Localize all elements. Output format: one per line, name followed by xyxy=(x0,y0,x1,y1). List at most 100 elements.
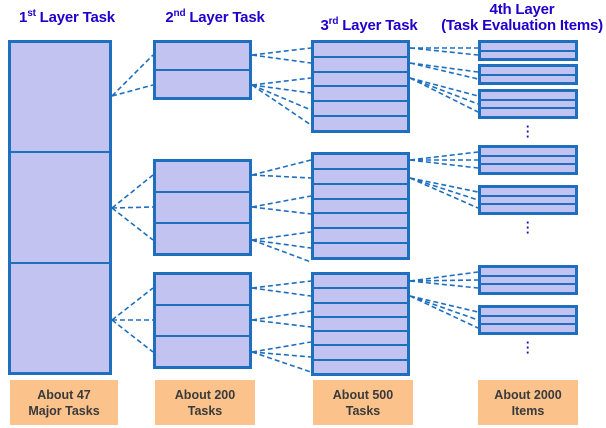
header-layer-2: 2nd Layer Task xyxy=(150,6,280,26)
col4-item-row[interactable] xyxy=(481,325,575,333)
col3-task-cell[interactable] xyxy=(314,303,407,318)
col1-task-cell[interactable] xyxy=(11,43,109,154)
col4-item-box[interactable] xyxy=(478,305,578,335)
col4-group-3-ellipsis: · · · xyxy=(521,335,535,360)
col2-group-2[interactable] xyxy=(153,159,252,256)
legend-layer-4-line1: About 2000 xyxy=(494,387,562,402)
col4-item-row[interactable] xyxy=(481,75,575,82)
col4-item-row[interactable] xyxy=(481,92,575,101)
col3-task-cell[interactable] xyxy=(314,57,407,73)
header-layer-3-rest: Layer Task xyxy=(338,17,418,34)
col4-item-row[interactable] xyxy=(481,196,575,206)
header-layer-4: 4th Layer (Task Evaluation Items) xyxy=(438,2,606,34)
legend-layer-2-line2: Tasks xyxy=(187,403,223,418)
col3-task-cell[interactable] xyxy=(314,332,407,347)
col4-item-row[interactable] xyxy=(481,156,575,166)
header-layer-2-rest: Layer Task xyxy=(185,9,265,26)
col3-task-cell[interactable] xyxy=(314,360,407,373)
col2-task-cell[interactable] xyxy=(156,337,249,366)
header-layer-1-rest: Layer Task xyxy=(35,9,115,26)
col3-task-cell[interactable] xyxy=(314,289,407,304)
legend-layer-1: About 47 Major Tasks xyxy=(10,380,118,425)
header-layer-1-num: 1 xyxy=(19,9,28,26)
col4-item-row[interactable] xyxy=(481,100,575,110)
header-layer-1: 1st Layer Task xyxy=(2,6,132,26)
col3-task-cell[interactable] xyxy=(314,214,407,230)
col1-task-cell[interactable] xyxy=(11,153,109,264)
col2-task-cell[interactable] xyxy=(156,162,249,193)
col3-group-3[interactable] xyxy=(311,272,410,376)
col4-item-box[interactable] xyxy=(478,185,578,215)
col3-task-cell[interactable] xyxy=(314,102,407,118)
col3-task-cell[interactable] xyxy=(314,317,407,333)
legend-layer-3-line1: About 500 xyxy=(332,387,394,402)
col3-task-cell[interactable] xyxy=(314,346,407,361)
ellipsis-dot: · xyxy=(525,335,531,350)
col4-group-2-ellipsis: · · · xyxy=(521,215,535,240)
col2-task-cell[interactable] xyxy=(156,224,249,253)
col4-item-row[interactable] xyxy=(481,67,575,76)
col4-item-box[interactable] xyxy=(478,265,578,295)
col4-item-row[interactable] xyxy=(481,148,575,157)
col3-task-cell[interactable] xyxy=(314,43,407,58)
col1-task-cell[interactable] xyxy=(11,263,109,372)
header-layer-2-sup: nd xyxy=(173,8,186,19)
col2-task-cell[interactable] xyxy=(156,43,249,71)
header-layer-3: 3rd Layer Task xyxy=(303,14,435,34)
col2-task-cell[interactable] xyxy=(156,71,249,97)
ellipsis-dot: · xyxy=(525,345,531,360)
ellipsis-dot: · xyxy=(525,225,531,240)
col3-task-cell[interactable] xyxy=(314,169,407,185)
col4-item-row[interactable] xyxy=(481,43,575,52)
legend-layer-1-line1: About 47 xyxy=(37,387,91,402)
ellipsis-dot: · xyxy=(525,124,531,139)
col4-item-row[interactable] xyxy=(481,188,575,197)
col2-group-3[interactable] xyxy=(153,272,252,369)
ellipsis-dot: · xyxy=(525,215,531,230)
col4-item-row[interactable] xyxy=(481,165,575,173)
col2-task-cell[interactable] xyxy=(156,306,249,337)
legend-layer-4-line2: Items xyxy=(511,403,545,418)
legend-layer-2: About 200 Tasks xyxy=(155,380,255,425)
col3-task-cell[interactable] xyxy=(314,72,407,88)
col3-task-cell[interactable] xyxy=(314,184,407,200)
col4-item-box[interactable] xyxy=(478,89,578,119)
col3-task-cell[interactable] xyxy=(314,229,407,245)
col3-task-cell[interactable] xyxy=(314,199,407,215)
col3-task-cell[interactable] xyxy=(314,117,407,130)
header-layer-3-sup: rd xyxy=(328,16,339,27)
legend-layer-3: About 500 Tasks xyxy=(313,380,413,425)
col4-item-row[interactable] xyxy=(481,268,575,277)
header-layer-1-sup: st xyxy=(27,8,36,19)
col4-item-box[interactable] xyxy=(478,64,578,85)
col4-group-1-ellipsis: · · · xyxy=(521,120,535,144)
col2-group-1[interactable] xyxy=(153,40,252,100)
legend-layer-2-line1: About 200 xyxy=(174,387,236,402)
col4-item-row[interactable] xyxy=(481,109,575,117)
ellipsis-dot: · xyxy=(525,220,531,235)
col3-task-cell[interactable] xyxy=(314,87,407,103)
ellipsis-dot: · xyxy=(525,340,531,355)
col2-task-cell[interactable] xyxy=(156,275,249,306)
col1-group-1[interactable] xyxy=(8,40,112,375)
col3-task-cell[interactable] xyxy=(314,155,407,170)
header-layer-3-num: 3 xyxy=(320,17,329,34)
col3-group-2[interactable] xyxy=(311,152,410,260)
col4-item-row[interactable] xyxy=(481,285,575,293)
col3-group-1[interactable] xyxy=(311,40,410,133)
legend-layer-4: About 2000 Items xyxy=(478,380,578,425)
ellipsis-dot: · xyxy=(525,129,531,144)
col4-item-row[interactable] xyxy=(481,51,575,58)
col4-item-row[interactable] xyxy=(481,276,575,286)
legend-layer-1-line2: Major Tasks xyxy=(28,403,100,418)
col4-item-row[interactable] xyxy=(481,205,575,213)
col3-task-cell[interactable] xyxy=(314,275,407,290)
col3-task-cell[interactable] xyxy=(314,244,407,258)
col4-item-row[interactable] xyxy=(481,308,575,317)
col4-item-row[interactable] xyxy=(481,316,575,326)
header-layer-4-line1: 4th Layer xyxy=(489,1,555,18)
col4-item-box[interactable] xyxy=(478,145,578,175)
col2-task-cell[interactable] xyxy=(156,193,249,224)
col4-item-box[interactable] xyxy=(478,40,578,61)
